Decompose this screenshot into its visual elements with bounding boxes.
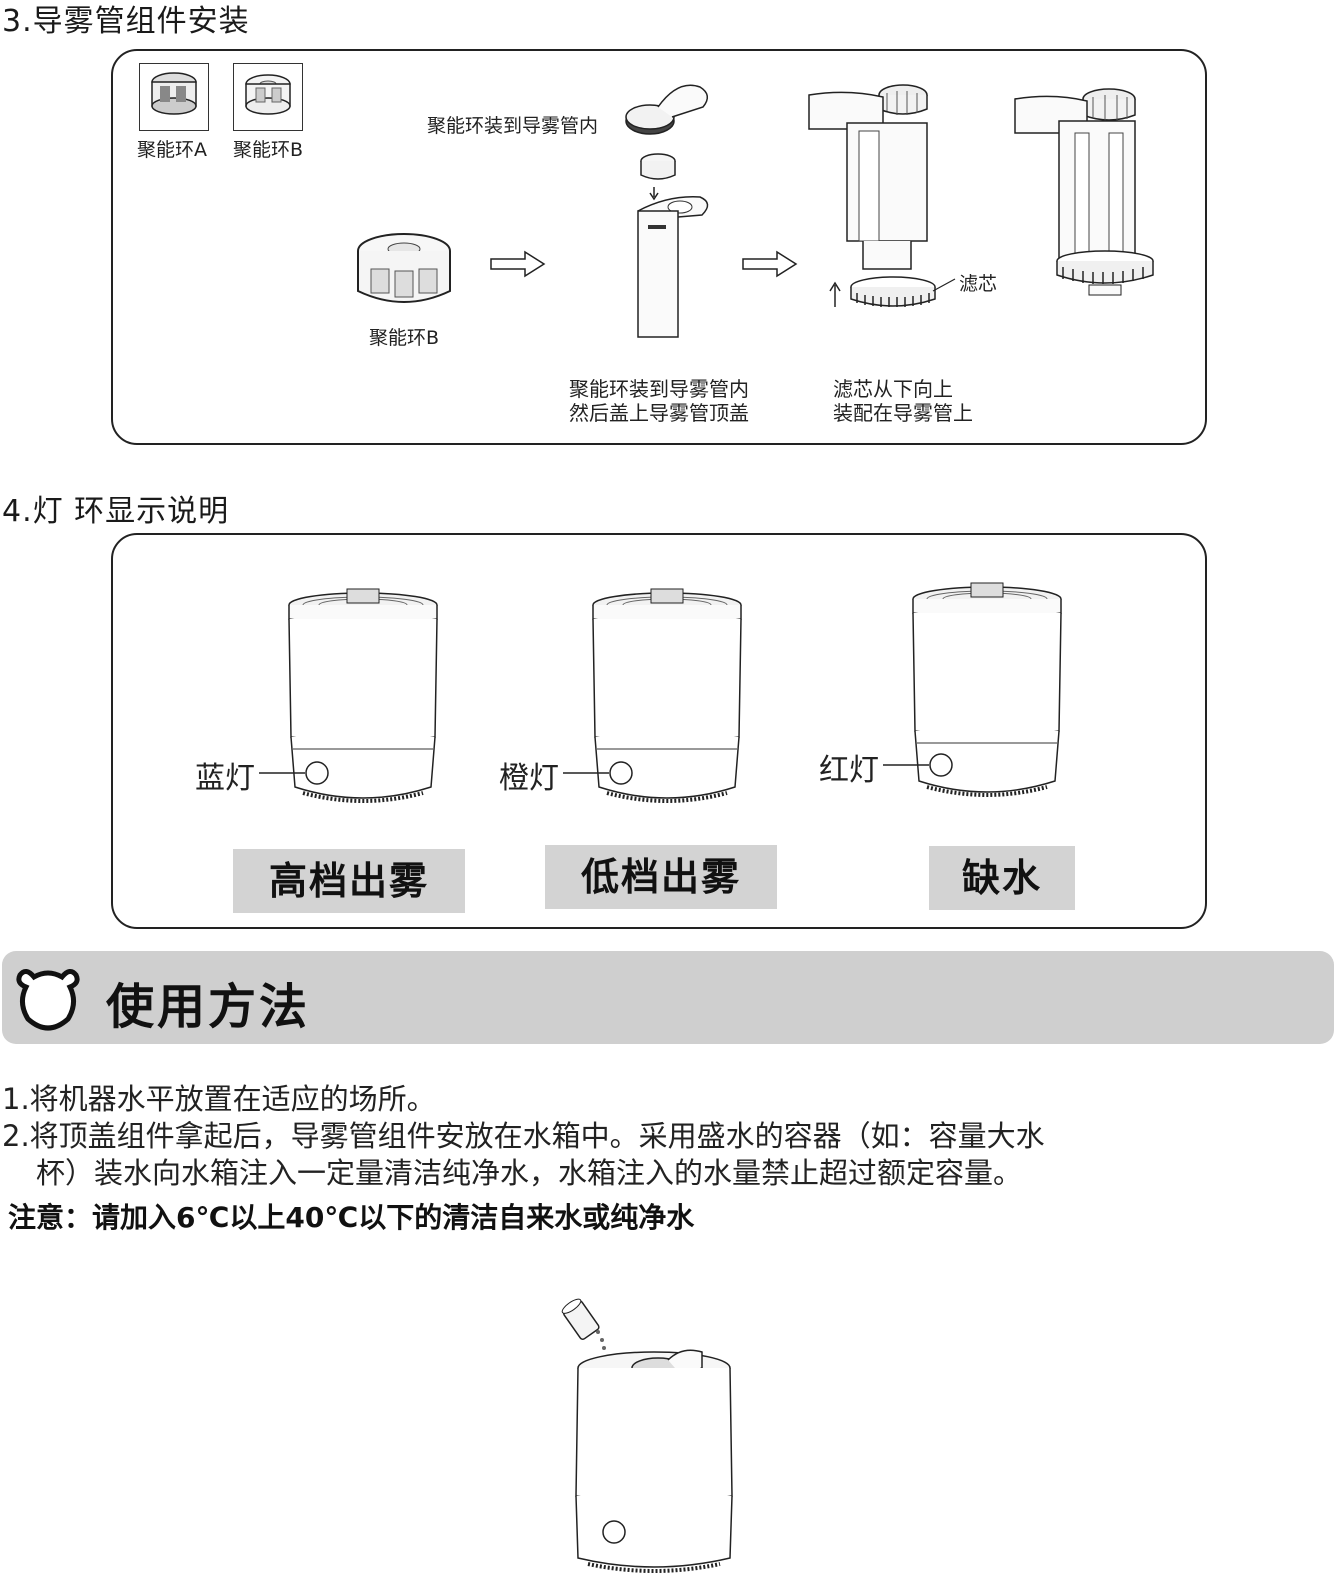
caption-left-line2: 然后盖上导雾管顶盖 — [569, 401, 749, 425]
arrow-right-icon — [489, 251, 549, 277]
ring-a-icon — [140, 64, 208, 130]
status-no-water: 缺水 — [929, 846, 1075, 910]
arrow-right-icon-2 — [741, 251, 801, 277]
water-filling-illustration — [562, 1296, 742, 1576]
ring-a-thumbnail — [139, 63, 209, 131]
section-3-title: 3.导雾管组件安装 — [2, 4, 250, 39]
lamp-leader-orange — [563, 753, 633, 793]
tube-with-filter-icon — [807, 79, 947, 309]
step-2-line2: 杯）装水向水箱注入一定量清洁纯净水，水箱注入的水量禁止超过额定容量。 — [36, 1156, 1023, 1190]
mist-tube-assembly-icon — [618, 77, 728, 337]
lamp-label-red: 红灯 — [819, 753, 879, 788]
lamp-leader-red — [883, 745, 953, 785]
filter-leader-line — [933, 273, 973, 293]
ring-b-large-icon — [357, 231, 457, 321]
water-temp-note: 注意：请加入6℃以上40℃以下的清洁自来水或纯净水 — [8, 1201, 695, 1234]
filter-ring-icon — [849, 275, 949, 307]
usage-title: 使用方法 — [106, 979, 311, 1035]
caption-right-line2: 装配在导雾管上 — [833, 401, 973, 425]
lamp-label-orange: 橙灯 — [499, 761, 559, 796]
caption-left-line1: 聚能环装到导雾管内 — [569, 377, 749, 401]
ring-a-label: 聚能环A — [137, 139, 207, 161]
assembled-tube-icon — [1013, 81, 1173, 311]
status-low-mist: 低档出雾 — [545, 845, 777, 909]
ring-b-thumbnail — [233, 63, 303, 131]
lamp-label-blue: 蓝灯 — [195, 761, 255, 796]
status-high-mist: 高档出雾 — [233, 849, 465, 913]
lamp-leader-blue — [259, 753, 329, 793]
filter-label: 滤芯 — [959, 273, 998, 295]
assembly-panel: 聚能环A 聚能环B 聚能环B 聚能环装到导雾管内 — [111, 49, 1207, 445]
ring-b-large-label: 聚能环B — [369, 327, 440, 349]
humidifier-orange-icon — [589, 587, 749, 807]
section-4-title: 4.灯 环显示说明 — [2, 494, 230, 529]
step-2-line1: 2.将顶盖组件拿起后，导雾管组件安放在水箱中。采用盛水的容器（如：容量大水 — [2, 1119, 1045, 1153]
bear-icon — [16, 963, 86, 1033]
humidifier-blue-icon — [285, 587, 445, 807]
caption-right-line1: 滤芯从下向上 — [833, 377, 953, 401]
usage-banner: 使用方法 — [2, 951, 1334, 1044]
lamp-panel: 蓝灯 高档出雾 橙灯 低档出雾 红灯 缺水 — [111, 533, 1207, 929]
ring-b-label: 聚能环B — [233, 139, 304, 161]
step-1: 1.将机器水平放置在适应的场所。 — [2, 1082, 436, 1116]
humidifier-red-icon — [909, 581, 1069, 801]
ring-b-icon — [234, 64, 302, 130]
install-callout-label: 聚能环装到导雾管内 — [427, 115, 599, 137]
